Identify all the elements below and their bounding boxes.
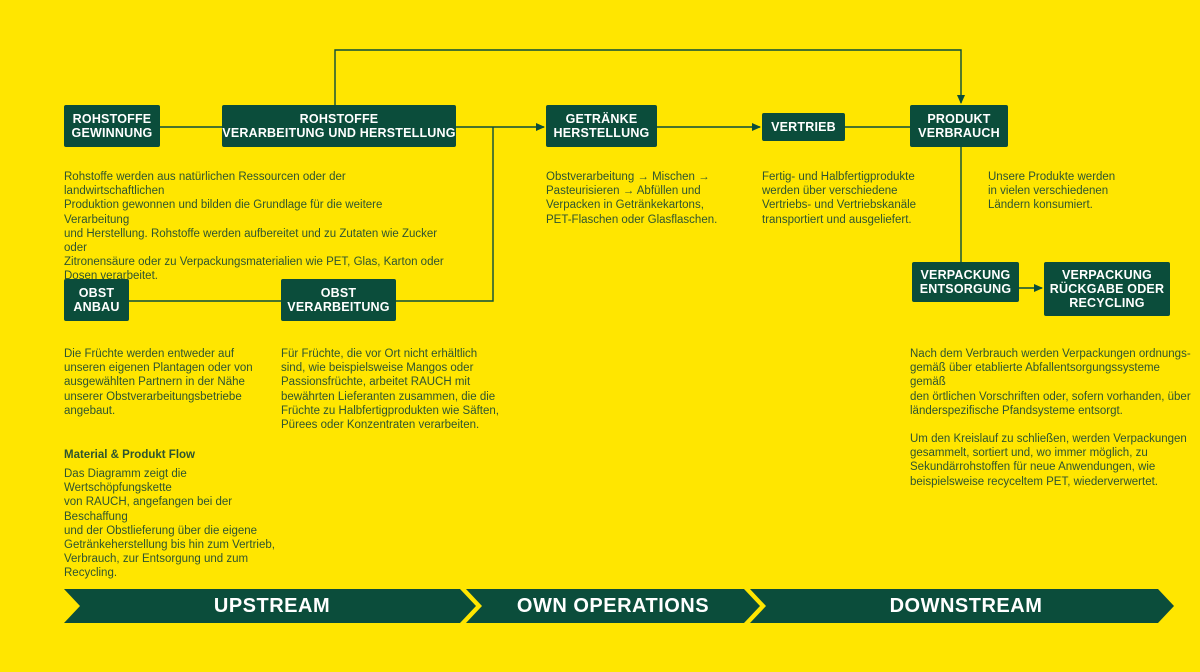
text-obst-verarbeitung: Für Früchte, die vor Ort nicht erhältlic…: [281, 348, 499, 432]
band-downstream: [750, 589, 1174, 623]
box-label: ENTSORGUNG: [919, 282, 1012, 296]
box-label: ANBAU: [73, 300, 120, 314]
connector-lines: [129, 49, 1043, 302]
box-label: VERPACKUNG: [1062, 268, 1152, 282]
box-rohstoffe-gewinnung: ROHSTOFFE GEWINNUNG: [64, 105, 160, 147]
box-label: OBST: [320, 286, 357, 300]
text-obst-anbau: Die Früchte werden entweder auf unseren …: [64, 348, 253, 417]
box-label: HERSTELLUNG: [553, 126, 650, 140]
box-label: ROHSTOFFE: [72, 112, 152, 126]
box-vertrieb: VERTRIEB: [762, 113, 845, 141]
connector-top-loop: [334, 49, 965, 105]
connector-obst-verarbeitung-to-main: [396, 127, 494, 302]
text-verpackung: Nach dem Verbrauch werden Verpackungen o…: [910, 348, 1191, 488]
box-label: ROHSTOFFE: [299, 112, 379, 126]
box-label: GETRÄNKE: [565, 112, 638, 126]
text-vertrieb: Fertig- und Halbfertigprodukte werden üb…: [762, 171, 917, 226]
flow-description: Das Diagramm zeigt die Wertschöpfungsket…: [64, 468, 275, 580]
band-own-operations: [466, 589, 760, 623]
value-chain-band: [64, 589, 1174, 623]
box-label: RÜCKGABE ODER: [1049, 282, 1165, 296]
band-label-own-operations: OWN OPERATIONS: [516, 594, 710, 617]
box-verpackung-entsorgung: VERPACKUNG ENTSORGUNG: [912, 262, 1019, 302]
flow-title: Material & Produkt Flow: [64, 449, 195, 461]
text-verbrauch: Unsere Produkte werden in vielen verschi…: [988, 171, 1116, 212]
box-label: VERBRAUCH: [918, 126, 1000, 140]
box-produkt-verbrauch: PRODUKT VERBRAUCH: [910, 105, 1008, 147]
box-label: VERPACKUNG: [920, 268, 1011, 282]
box-label: VERARBEITUNG: [287, 300, 390, 314]
box-rohstoffe-verarbeitung: ROHSTOFFE VERARBEITUNG UND HERSTELLUNG: [222, 105, 456, 147]
box-verpackung-rueckgabe: VERPACKUNG RÜCKGABE ODER RECYCLING: [1044, 262, 1170, 316]
text-rohstoffe: Rohstoffe werden aus natürlichen Ressour…: [64, 171, 444, 283]
box-label: OBST: [78, 286, 115, 300]
box-obst-verarbeitung: OBST VERARBEITUNG: [281, 279, 396, 321]
band-label-upstream: UPSTREAM: [213, 594, 331, 617]
box-label: VERARBEITUNG UND HERSTELLUNG: [222, 126, 456, 140]
box-obst-anbau: OBST ANBAU: [64, 279, 129, 321]
box-label: RECYCLING: [1069, 296, 1145, 310]
text-getraenke: Obstverarbeitung → Mischen → Pasteurisie…: [546, 171, 718, 226]
box-label: GEWINNUNG: [71, 126, 153, 140]
band-upstream: [64, 589, 476, 623]
box-label: PRODUKT: [927, 112, 991, 126]
band-label-downstream: DOWNSTREAM: [889, 594, 1043, 617]
box-label: VERTRIEB: [771, 120, 836, 134]
box-getraenke-herstellung: GETRÄNKE HERSTELLUNG: [546, 105, 657, 147]
